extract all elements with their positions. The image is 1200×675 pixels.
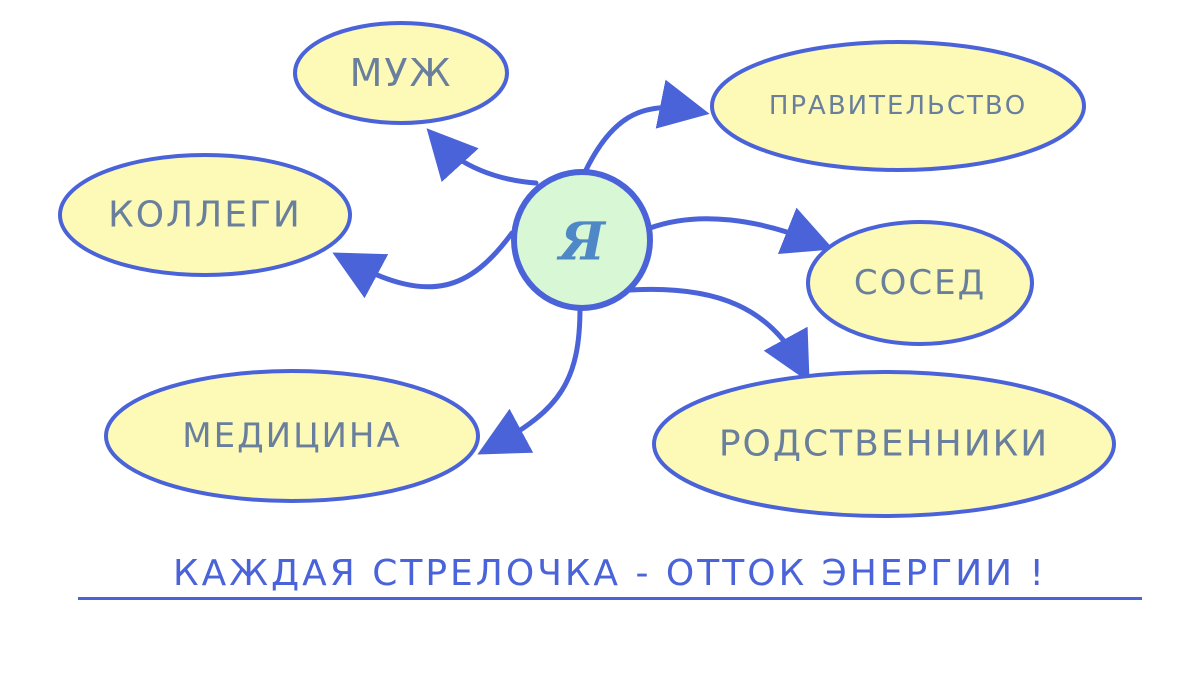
- node-label-relatives: РОДСТВЕННИКИ: [718, 423, 1050, 465]
- arrow-to-medicine: [477, 305, 583, 455]
- node-label-colleagues: КОЛЛЕГИ: [108, 194, 302, 236]
- caption-underline: [78, 597, 1142, 600]
- arrow-to-government: [582, 79, 710, 175]
- node-label-neighbor: СОСЕД: [853, 263, 987, 303]
- node-government: [710, 40, 1086, 172]
- arrows-layer: [332, 79, 834, 455]
- node-neighbor: [806, 220, 1034, 346]
- node-relatives: [652, 370, 1116, 518]
- arrow-to-husband: [426, 128, 539, 186]
- node-label-government: ПРАВИТЕЛЬСТВО: [768, 91, 1028, 121]
- center-node: [511, 169, 653, 311]
- caption-text: КАЖДАЯ СТРЕЛОЧКА - ОТТОК ЭНЕРГИИ !: [173, 553, 1047, 594]
- node-husband: [293, 21, 509, 125]
- center-circle: [511, 169, 653, 311]
- arrow-to-colleagues: [332, 230, 515, 299]
- node-label-husband: МУЖ: [349, 51, 453, 95]
- nodes-layer: [58, 21, 1116, 518]
- node-medicine: [104, 369, 480, 503]
- node-colleagues: [58, 153, 352, 277]
- arrow-to-neighbor: [647, 207, 834, 255]
- arrow-to-relatives: [627, 286, 810, 383]
- center-label: Я: [559, 211, 605, 273]
- node-label-medicine: МЕДИЦИНА: [182, 416, 402, 456]
